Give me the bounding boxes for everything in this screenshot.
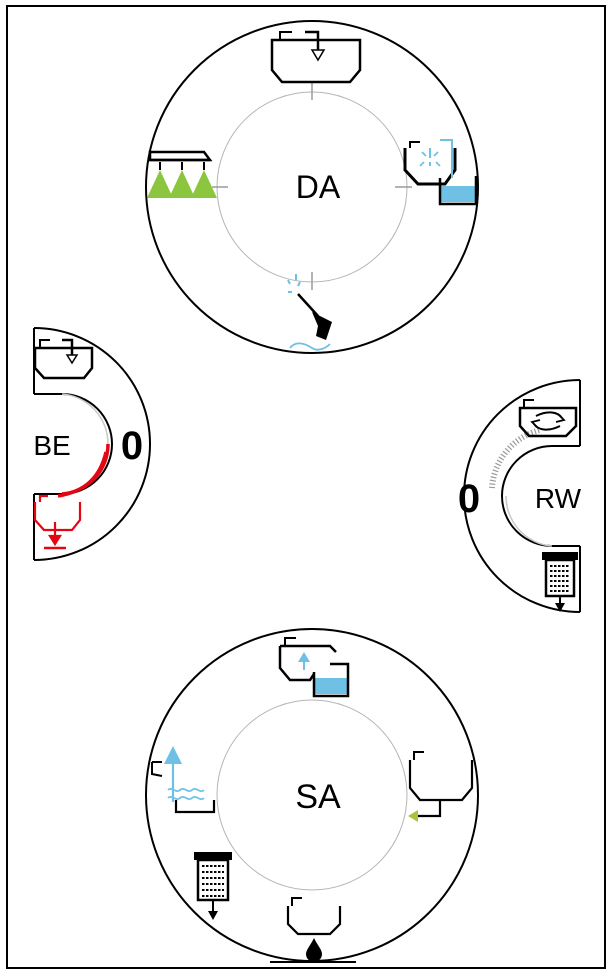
- fill-tank-icon: [33, 338, 94, 380]
- dial-da-outer-ring: [145, 20, 479, 354]
- dial-be[interactable]: BE 0: [33, 327, 151, 561]
- dial-sa-label: SA: [295, 778, 341, 816]
- tank-drip-icon: [270, 897, 356, 963]
- tank-return-icon: [408, 751, 474, 822]
- dial-rw-value: 0: [458, 477, 480, 521]
- dial-be-value: 0: [121, 424, 143, 468]
- dial-be-label: BE: [33, 430, 70, 461]
- dial-da-label: DA: [296, 169, 341, 205]
- boom-spray-icon: [147, 150, 217, 198]
- filter-icon: [542, 552, 578, 612]
- dial-sa-inner-ring: [216, 699, 408, 891]
- dial-rw-label: RW: [535, 483, 582, 514]
- fill-tank-icon: [270, 30, 362, 84]
- suction-water-icon: [151, 746, 216, 814]
- filter-icon: [194, 852, 232, 920]
- suction-rinse-tank-icon: [278, 637, 350, 698]
- spray-lance-icon: [287, 274, 332, 351]
- circulation-tank-icon: [518, 399, 578, 438]
- dial-be-outer-ring: [33, 327, 151, 561]
- diagram-frame: [6, 5, 606, 969]
- dial-da[interactable]: DA: [145, 20, 479, 354]
- dial-rw-tick-scale: [489, 427, 541, 489]
- dial-rw-outer-ring: [463, 379, 581, 613]
- rinse-tank-icon: [403, 139, 478, 206]
- drain-tank-icon: [33, 494, 82, 550]
- dial-rw[interactable]: RW 0: [458, 379, 582, 613]
- dial-sa[interactable]: SA: [145, 628, 479, 963]
